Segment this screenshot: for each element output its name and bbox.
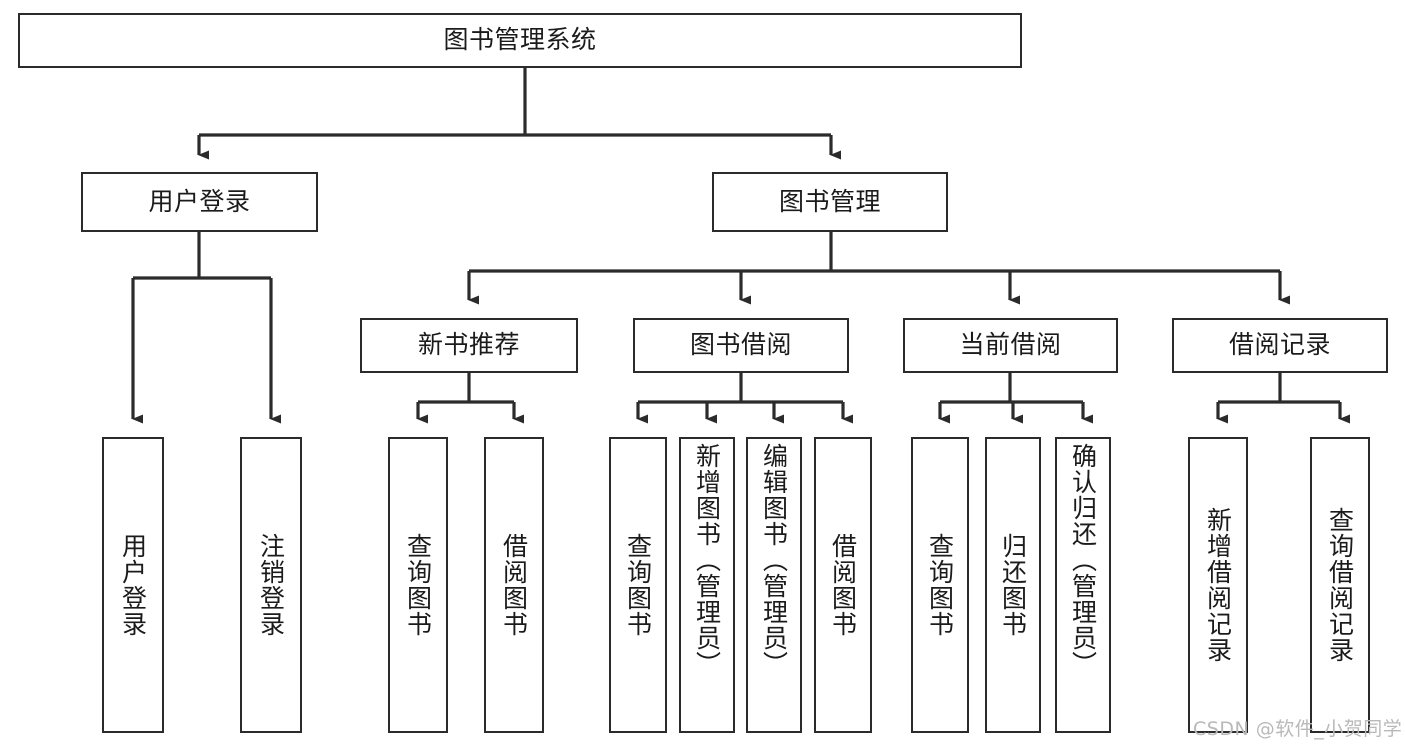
node-leaf-record-query-label: 查询借阅记录 [1325, 507, 1355, 663]
node-leaf-user-login[interactable]: 用户登录 [102, 437, 164, 733]
node-leaf-borrow-do-label: 借阅图书 [828, 533, 858, 637]
node-leaf-rec-query-label: 查询图书 [403, 533, 433, 637]
node-book-borrow[interactable]: 图书借阅 [633, 318, 849, 373]
node-leaf-record-add-label: 新增借阅记录 [1203, 507, 1233, 663]
node-leaf-cur-query-label: 查询图书 [925, 533, 955, 637]
node-leaf-borrow-add[interactable]: 新增图书（管理员） [679, 437, 735, 733]
node-new-book-rec[interactable]: 新书推荐 [360, 318, 578, 373]
node-root-label: 图书管理系统 [443, 25, 597, 55]
csdn-watermark: CSDN @软件_小贺同学 [1193, 718, 1403, 740]
node-borrow-record-label: 借阅记录 [1228, 330, 1331, 360]
node-leaf-user-login-label: 用户登录 [118, 533, 148, 637]
node-leaf-user-logout-label: 注销登录 [256, 533, 286, 637]
node-leaf-borrow-query[interactable]: 查询图书 [609, 437, 667, 733]
node-leaf-borrow-edit-label: 编辑图书（管理员） [759, 443, 789, 677]
node-leaf-borrow-edit[interactable]: 编辑图书（管理员） [746, 437, 802, 733]
node-new-book-rec-label: 新书推荐 [417, 330, 520, 360]
node-leaf-rec-borrow-label: 借阅图书 [499, 533, 529, 637]
node-book-borrow-label: 图书借阅 [689, 330, 792, 360]
node-leaf-record-query[interactable]: 查询借阅记录 [1310, 437, 1370, 733]
node-root[interactable]: 图书管理系统 [18, 13, 1022, 68]
node-leaf-cur-confirm[interactable]: 确认归还（管理员） [1055, 437, 1111, 733]
node-leaf-cur-return[interactable]: 归还图书 [985, 437, 1041, 733]
node-leaf-rec-borrow[interactable]: 借阅图书 [484, 437, 544, 733]
node-current-borrow[interactable]: 当前借阅 [903, 318, 1118, 373]
node-leaf-cur-confirm-label: 确认归还（管理员） [1068, 443, 1098, 677]
node-book-manage[interactable]: 图书管理 [712, 172, 948, 232]
node-leaf-cur-return-label: 归还图书 [998, 533, 1028, 637]
node-leaf-borrow-do[interactable]: 借阅图书 [814, 437, 872, 733]
node-current-borrow-label: 当前借阅 [959, 330, 1062, 360]
node-leaf-borrow-query-label: 查询图书 [623, 533, 653, 637]
node-leaf-cur-query[interactable]: 查询图书 [911, 437, 969, 733]
node-leaf-record-add[interactable]: 新增借阅记录 [1188, 437, 1248, 733]
node-book-manage-label: 图书管理 [778, 186, 881, 216]
node-leaf-user-logout[interactable]: 注销登录 [240, 437, 302, 733]
node-user-login-label: 用户登录 [148, 186, 251, 216]
node-leaf-borrow-add-label: 新增图书（管理员） [692, 443, 722, 677]
node-leaf-rec-query[interactable]: 查询图书 [388, 437, 448, 733]
node-user-login[interactable]: 用户登录 [81, 172, 318, 232]
node-borrow-record[interactable]: 借阅记录 [1172, 318, 1388, 373]
